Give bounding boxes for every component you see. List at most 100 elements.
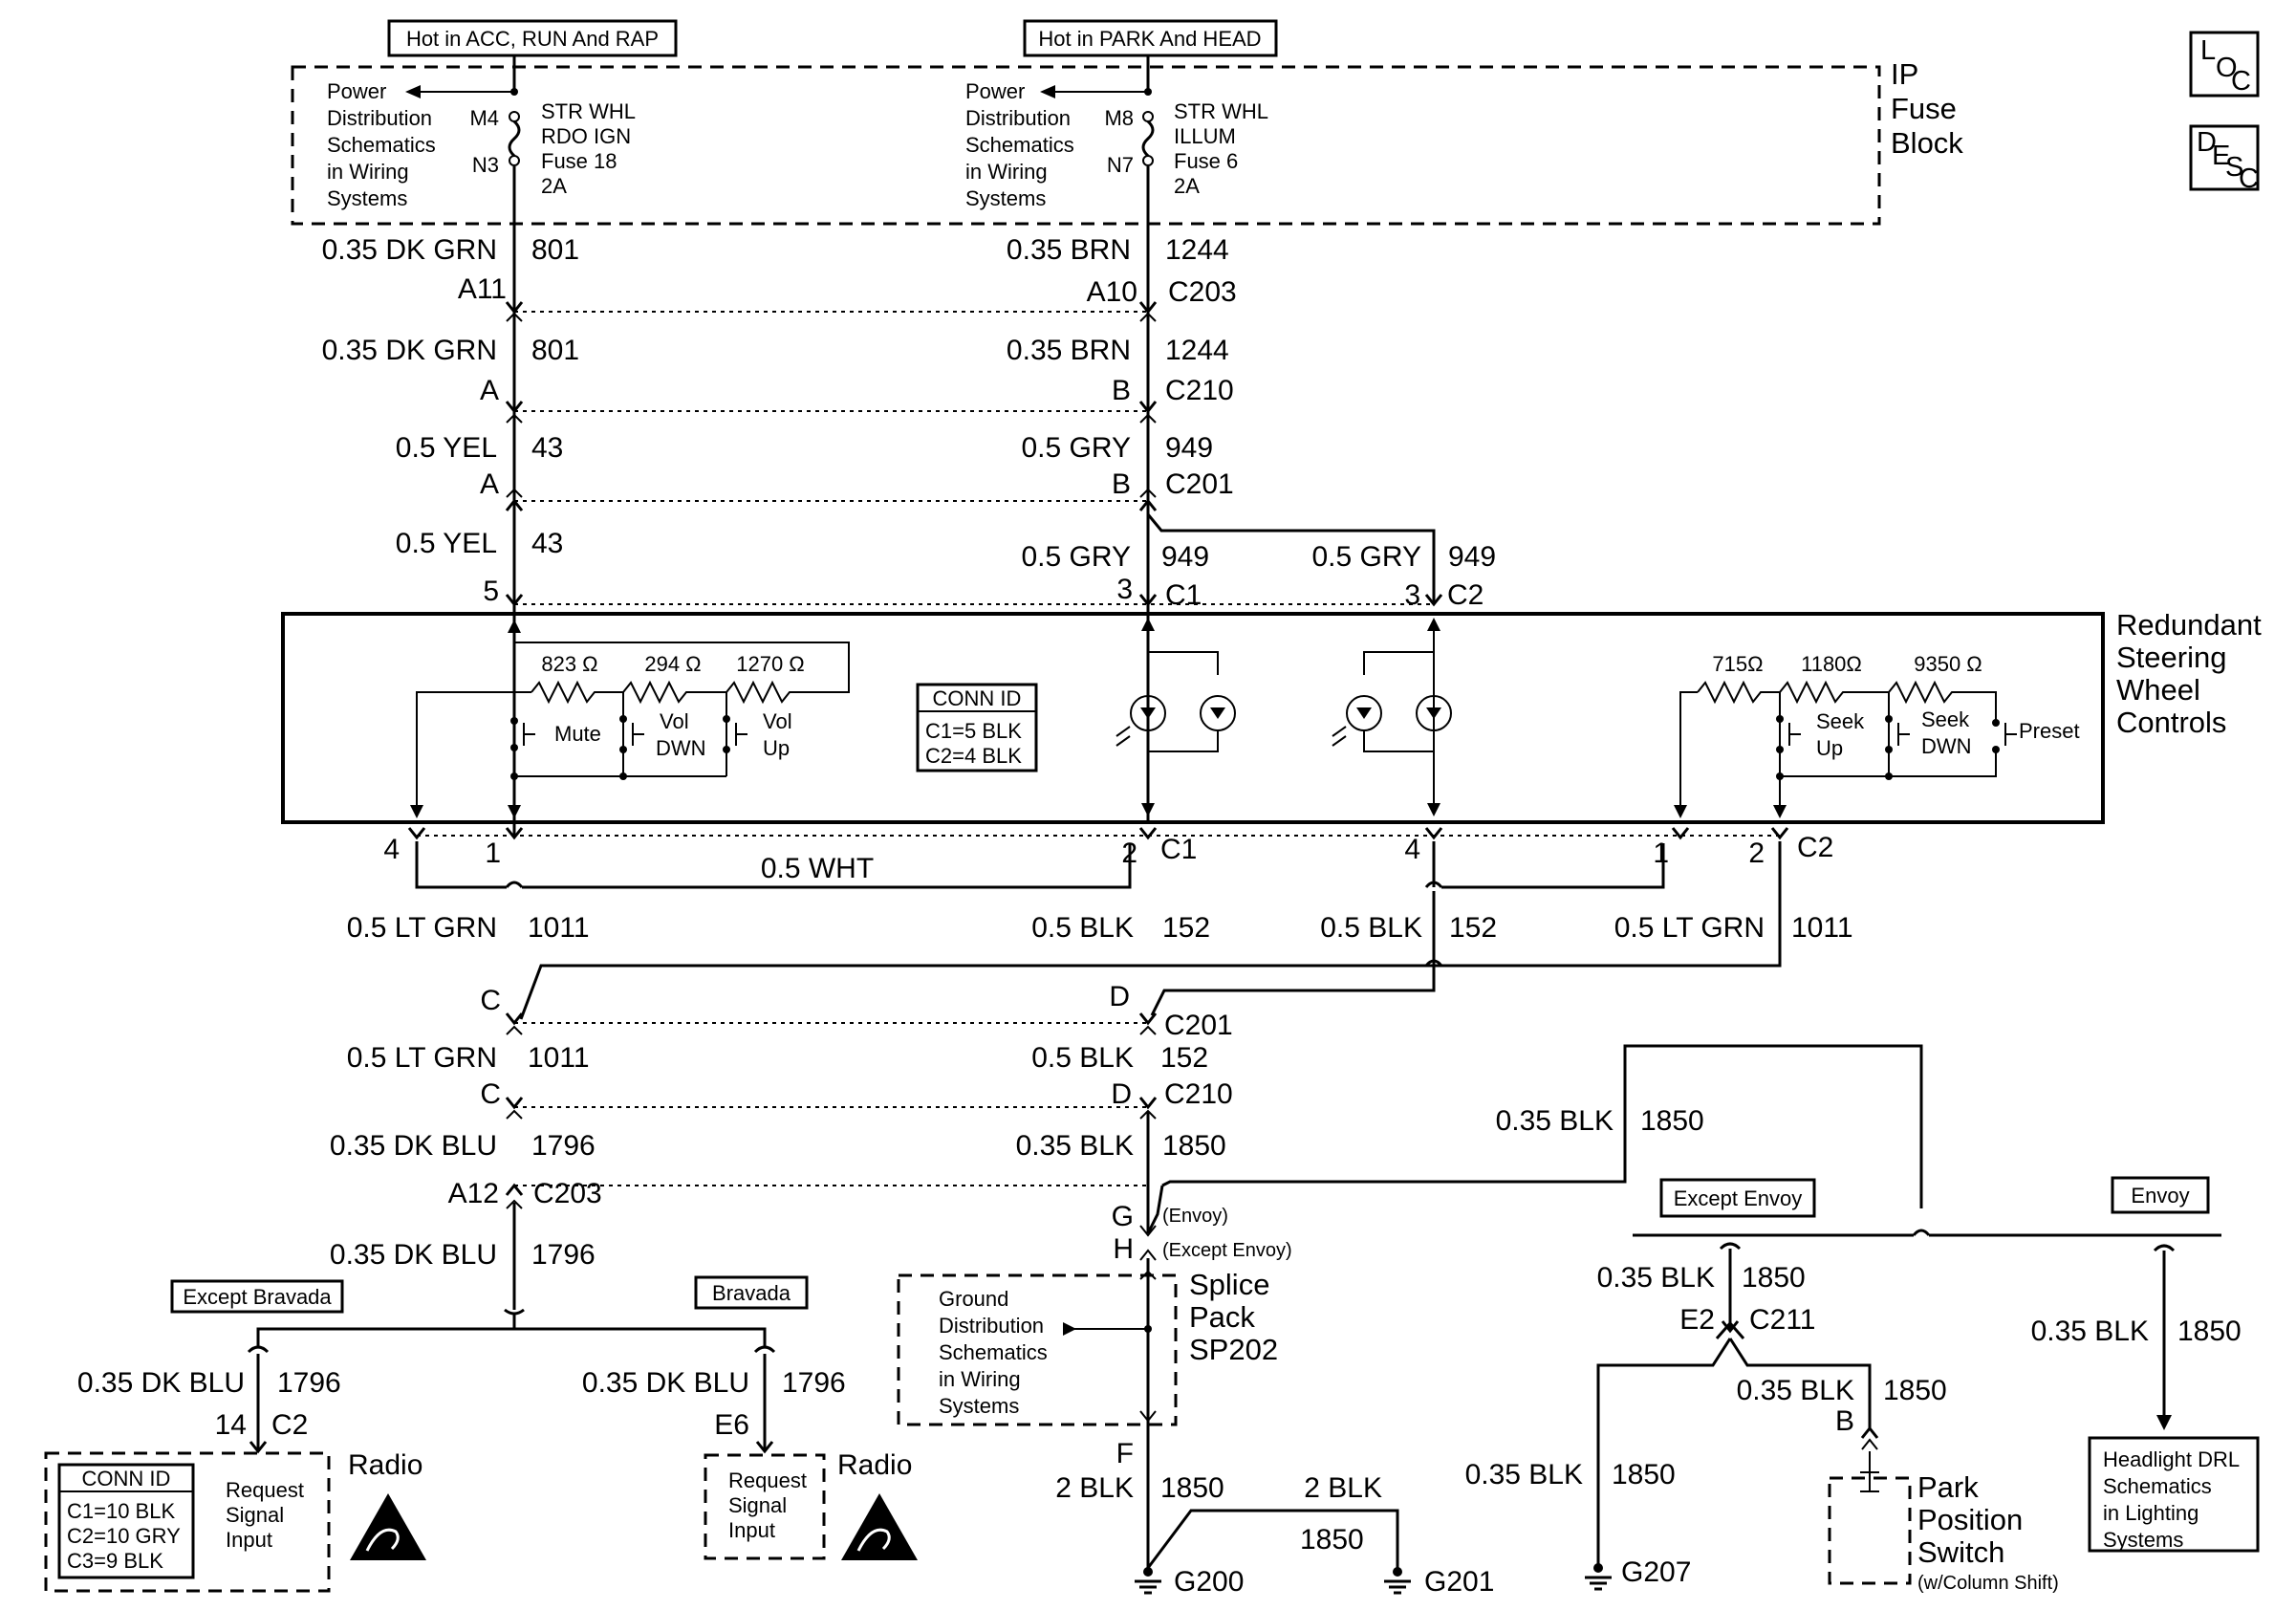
svg-text:C1=10 BLK: C1=10 BLK <box>67 1499 175 1523</box>
svg-text:1850: 1850 <box>1160 1472 1224 1504</box>
svg-text:1011: 1011 <box>528 912 590 944</box>
svg-text:0.5 YEL: 0.5 YEL <box>396 528 497 559</box>
svg-text:Ground: Ground <box>939 1287 1008 1311</box>
svg-text:0.35 BLK: 0.35 BLK <box>1465 1459 1583 1490</box>
svg-text:Except Envoy: Except Envoy <box>1674 1186 1803 1210</box>
svg-text:1796: 1796 <box>782 1367 846 1399</box>
svg-text:0.5 BLK: 0.5 BLK <box>1031 1042 1134 1074</box>
svg-text:Headlight DRL: Headlight DRL <box>2103 1447 2240 1471</box>
fuse-18: Power Distribution Schematics in Wiring … <box>327 79 636 210</box>
svg-text:C: C <box>480 985 501 1016</box>
svg-text:A: A <box>480 468 499 500</box>
wire-1850-trunk: G (Envoy) H (Except Envoy) <box>1112 1111 1292 1568</box>
svg-text:Switch: Switch <box>1917 1535 2004 1569</box>
svg-text:A11: A11 <box>458 273 507 305</box>
svg-text:A12: A12 <box>448 1178 499 1209</box>
svg-text:152: 152 <box>1449 912 1497 944</box>
svg-text:C2: C2 <box>271 1409 308 1441</box>
svg-text:0.5 LT GRN: 0.5 LT GRN <box>1614 912 1765 944</box>
svg-text:0.5 YEL: 0.5 YEL <box>396 432 497 464</box>
svg-text:2 BLK: 2 BLK <box>1055 1472 1134 1504</box>
svg-text:0.5 LT GRN: 0.5 LT GRN <box>347 1042 497 1074</box>
loc-icon[interactable]: L O C <box>2189 31 2260 98</box>
svg-text:715Ω: 715Ω <box>1712 652 1763 676</box>
svg-text:Redundant: Redundant <box>2116 608 2262 642</box>
controls-top-pins: 0.5 YEL 43 0.5 GRY 949 0.5 GRY 949 5 3 C… <box>396 528 1496 611</box>
svg-text:0.35 DK GRN: 0.35 DK GRN <box>322 335 497 366</box>
svg-text:Preset: Preset <box>2019 719 2080 743</box>
svg-text:1: 1 <box>1653 838 1669 869</box>
svg-text:3: 3 <box>1116 574 1133 605</box>
svg-text:H: H <box>1113 1233 1134 1265</box>
svg-text:1244: 1244 <box>1165 335 1229 366</box>
svg-text:0.5 BLK: 0.5 BLK <box>1031 912 1134 944</box>
hot-label-left: Hot in ACC, RUN And RAP <box>387 19 678 57</box>
svg-text:1850: 1850 <box>1300 1524 1364 1556</box>
svg-text:1850: 1850 <box>1883 1375 1947 1406</box>
svg-text:2A: 2A <box>1174 174 1200 198</box>
svg-text:C201: C201 <box>1165 468 1234 500</box>
svg-text:C3=9 BLK: C3=9 BLK <box>67 1549 163 1573</box>
svg-text:43: 43 <box>531 432 563 464</box>
ground-icon <box>1384 1567 1411 1595</box>
svg-text:C201: C201 <box>1164 1010 1233 1041</box>
svg-text:Splice: Splice <box>1189 1268 1269 1301</box>
desc-icon[interactable]: D E S C <box>2189 124 2260 194</box>
svg-text:Systems: Systems <box>965 186 1046 210</box>
svg-text:Seek: Seek <box>1921 707 1970 731</box>
svg-text:Schematics: Schematics <box>327 133 436 157</box>
svg-text:9350 Ω: 9350 Ω <box>1914 652 1982 676</box>
wire-949-split <box>1146 513 1436 604</box>
svg-text:Pack: Pack <box>1189 1300 1255 1334</box>
svg-text:G201: G201 <box>1424 1566 1494 1598</box>
svg-text:Wheel: Wheel <box>2116 673 2200 707</box>
svg-text:2: 2 <box>1748 838 1765 869</box>
svg-text:Radio: Radio <box>837 1449 912 1481</box>
svg-text:N3: N3 <box>472 153 499 177</box>
svg-text:Envoy: Envoy <box>2131 1184 2189 1208</box>
wire-wht-loops: 0.5 WHT <box>415 841 1665 889</box>
svg-text:ILLUM: ILLUM <box>1174 124 1236 148</box>
svg-text:1180Ω: 1180Ω <box>1801 652 1862 676</box>
svg-text:C2: C2 <box>1797 832 1833 863</box>
svg-text:Input: Input <box>728 1518 775 1542</box>
svg-text:0.35 BLK: 0.35 BLK <box>1597 1262 1715 1294</box>
svg-text:1850: 1850 <box>2177 1316 2242 1347</box>
svg-text:Except Bravada: Except Bravada <box>183 1285 332 1309</box>
svg-text:823 Ω: 823 Ω <box>541 652 597 676</box>
svg-text:0.35 BLK: 0.35 BLK <box>1737 1375 1854 1406</box>
connector-c203-lower: 0.35 DK BLU 1796 0.35 BLK 1850 A12 C203 <box>330 1130 1226 1209</box>
svg-text:Power: Power <box>327 79 386 103</box>
svg-text:1270 Ω: 1270 Ω <box>736 652 805 676</box>
svg-text:Distribution: Distribution <box>939 1314 1044 1338</box>
svg-text:D: D <box>2197 127 2217 158</box>
svg-text:L: L <box>2200 35 2216 66</box>
svg-text:C2=4 BLK: C2=4 BLK <box>925 744 1022 768</box>
radio-bravada: 0.35 DK BLU 1796 E6 Request Signal Input… <box>582 1354 918 1560</box>
svg-text:0.35 DK BLU: 0.35 DK BLU <box>77 1367 245 1399</box>
svg-text:F: F <box>1116 1438 1134 1469</box>
wire-1796-circuit: 1796 <box>531 1239 596 1271</box>
svg-text:CONN ID: CONN ID <box>82 1467 171 1490</box>
svg-text:C2: C2 <box>1447 579 1484 611</box>
svg-text:Request: Request <box>226 1478 304 1502</box>
svg-text:Park: Park <box>1917 1470 1979 1504</box>
svg-text:2A: 2A <box>541 174 567 198</box>
svg-text:949: 949 <box>1448 541 1496 573</box>
svg-text:C: C <box>2239 163 2259 194</box>
svg-text:0.5 GRY: 0.5 GRY <box>1311 541 1421 573</box>
svg-text:Steering: Steering <box>2116 641 2226 674</box>
svg-text:G: G <box>1112 1201 1134 1232</box>
svg-text:Seek: Seek <box>1816 709 1865 733</box>
svg-text:0.35 DK GRN: 0.35 DK GRN <box>322 234 497 266</box>
svg-text:(w/Column Shift): (w/Column Shift) <box>1917 1573 2059 1594</box>
radio-except-bravada: 0.35 DK BLU 1796 14 C2 CONN ID C1=10 BLK… <box>44 1354 426 1593</box>
svg-text:Fuse 6: Fuse 6 <box>1174 149 1238 173</box>
svg-text:D: D <box>1111 1078 1132 1110</box>
svg-text:152: 152 <box>1162 912 1210 944</box>
connector-c203-upper: 0.35 DK GRN 801 0.35 BRN 1244 A11 A10 C2… <box>322 234 1237 322</box>
svg-text:43: 43 <box>531 528 563 559</box>
svg-text:in Lighting: in Lighting <box>2103 1501 2199 1525</box>
except-envoy-ground-path: 0.35 BLK 1850 E2 C211 0.35 BLK 1850 B 0.… <box>1465 1242 1947 1591</box>
svg-text:0.5 GRY: 0.5 GRY <box>1021 432 1131 464</box>
